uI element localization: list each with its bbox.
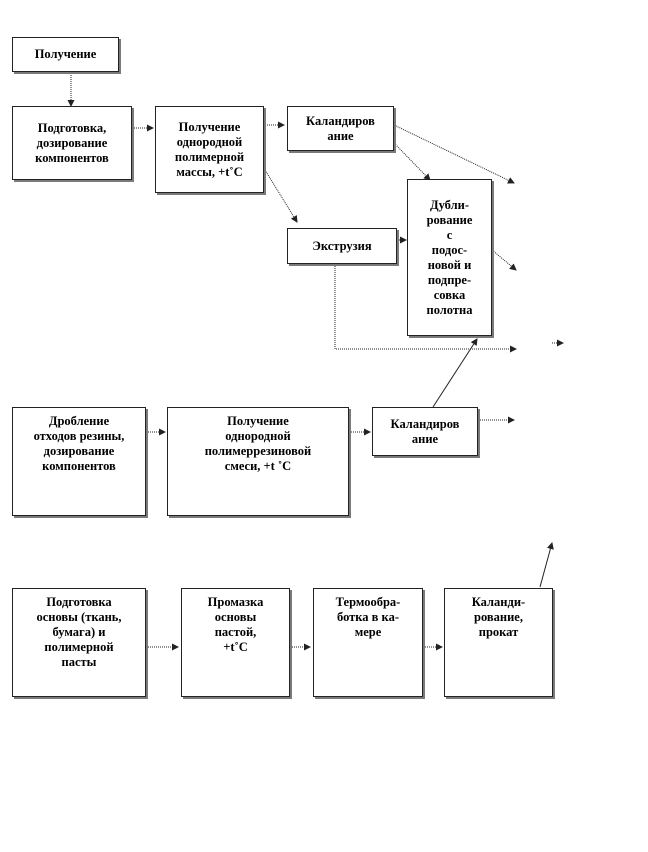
box-base-preparation: Подготовка основы (ткань, бумага) и поли… [12,588,146,697]
arrow-b5-out3 [334,264,517,353]
box-doubling: Дубли- рование с подос- новой и подпре- … [407,179,492,336]
arrow-b6-out2 [491,249,517,271]
box-calendering-1: Каландиров ание [287,106,394,151]
box-rubber-crushing: Дробление отходов резины, дозирование ко… [12,407,146,516]
box-calendering-2: Каландиров ание [372,407,478,456]
box-obtaining: Получение [12,37,119,72]
arrow-b4-out1 [393,124,515,184]
box-polymer-mass: Получение однородной полимерной массы, +… [155,106,264,193]
box-calendering-rolling: Каланди- рование, прокат [444,588,553,697]
arrow-b3-b5 [264,169,298,223]
arrow-b13-out6 [539,542,554,588]
box-preparation-dosing: Подготовка, дозирование компонентов [12,106,132,180]
box-heat-treatment: Термообра- ботка в ка- мере [313,588,423,697]
arrow-b9-b6 [432,338,478,408]
box-extrusion: Экструзия [287,228,397,264]
box-paste-coating: Промазка основы пастой, +t˚C [181,588,290,697]
arrow-b4-b6 [393,142,431,181]
box-polymer-rubber-mix: Получение однородной полимеррезиновой см… [167,407,349,516]
